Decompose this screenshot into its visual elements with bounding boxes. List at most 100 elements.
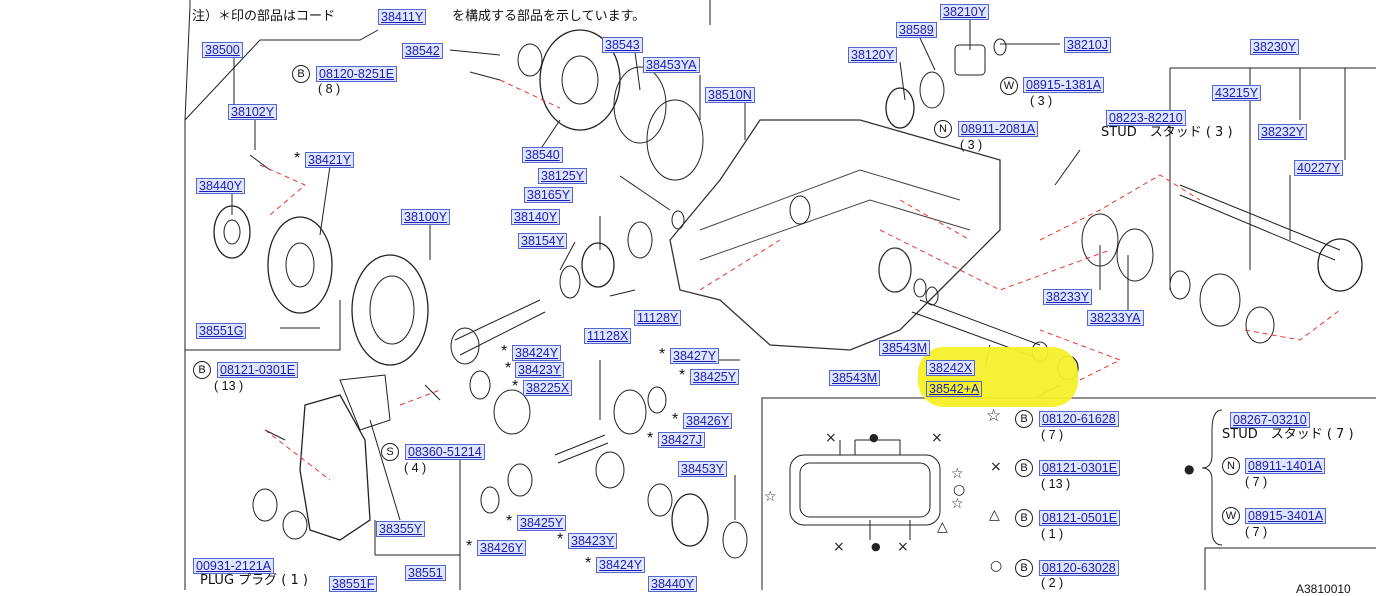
qty-text: ( 13 ) xyxy=(1041,477,1071,491)
part-link[interactable]: 38423Y xyxy=(568,533,618,549)
part-link[interactable]: 38154Y xyxy=(518,233,568,249)
part-link[interactable]: 08911-1401A xyxy=(1245,458,1326,474)
part-link[interactable]: 38355Y xyxy=(376,521,426,537)
asterisk-icon: * xyxy=(672,411,679,428)
part-link[interactable]: 38426Y xyxy=(683,413,733,429)
circle-n-icon: N xyxy=(1222,457,1240,475)
circle-w-icon: W xyxy=(1000,77,1018,95)
part-link[interactable]: 08120-63028 xyxy=(1039,560,1119,576)
asterisk-icon: * xyxy=(585,555,592,572)
stud-text: STUD スタッド ( 3 ) xyxy=(1101,125,1233,140)
qty-text: ( 4 ) xyxy=(404,461,427,475)
part-link[interactable]: 08121-0501E xyxy=(1039,510,1121,526)
qty-text: ( 7 ) xyxy=(1245,525,1268,539)
star-icon: ☆ xyxy=(986,406,1002,426)
part-link[interactable]: 38210J xyxy=(1064,37,1112,53)
part-link[interactable]: 38242X xyxy=(926,360,976,376)
part-link-highlighted[interactable]: 38542+A xyxy=(926,381,983,397)
part-link[interactable]: 38424Y xyxy=(512,345,562,361)
circle-b-icon: B xyxy=(1015,410,1033,428)
highlight-marker xyxy=(918,347,1078,407)
part-link[interactable]: 08121-0301E xyxy=(1039,460,1121,476)
part-link[interactable]: 38540 xyxy=(522,147,563,163)
asterisk-icon: * xyxy=(659,346,666,363)
asterisk-icon: * xyxy=(294,150,301,167)
part-link[interactable]: 08267-03210 xyxy=(1230,412,1310,428)
asterisk-icon: * xyxy=(512,378,519,395)
part-link[interactable]: 38233YA xyxy=(1087,310,1144,326)
star-icon: ☆ xyxy=(764,489,777,505)
part-link[interactable]: 11128X xyxy=(584,328,632,344)
part-link[interactable]: 38427Y xyxy=(670,348,720,364)
asterisk-icon: * xyxy=(647,430,654,447)
circle-icon: ○ xyxy=(990,558,1003,574)
part-link[interactable]: 38453Y xyxy=(678,461,728,477)
part-link[interactable]: 08360-51214 xyxy=(405,444,485,460)
qty-text: ( 1 ) xyxy=(1041,527,1064,541)
part-link[interactable]: 38551G xyxy=(196,323,247,339)
circle-b-icon: B xyxy=(1015,509,1033,527)
circle-b-icon: B xyxy=(1015,559,1033,577)
part-link[interactable]: 38542 xyxy=(402,43,443,59)
circle-s-icon: S xyxy=(381,443,399,461)
part-link[interactable]: 38426Y xyxy=(477,540,527,556)
part-link[interactable]: 38453YA xyxy=(643,57,700,73)
triangle-icon: △ xyxy=(989,507,1000,523)
part-link[interactable]: 38440Y xyxy=(648,576,698,592)
asterisk-icon: * xyxy=(501,343,508,360)
part-link[interactable]: 11128Y xyxy=(634,310,682,326)
part-link[interactable]: 38100Y xyxy=(401,209,451,225)
part-link[interactable]: 38165Y xyxy=(524,187,574,203)
part-link[interactable]: 38423Y xyxy=(515,362,565,378)
part-link[interactable]: 38102Y xyxy=(228,104,278,120)
part-link[interactable]: 38120Y xyxy=(848,47,898,63)
part-link[interactable]: 38421Y xyxy=(305,152,355,168)
part-link[interactable]: 08120-8251E xyxy=(316,66,398,82)
part-link[interactable]: 40227Y xyxy=(1294,160,1344,176)
part-link[interactable]: 43215Y xyxy=(1212,85,1262,101)
qty-text: ( 8 ) xyxy=(318,82,341,96)
part-link[interactable]: 08120-61628 xyxy=(1039,411,1119,427)
asterisk-icon: * xyxy=(679,367,686,384)
part-link[interactable]: 38510N xyxy=(705,87,755,103)
part-link[interactable]: 38500 xyxy=(202,42,243,58)
part-link[interactable]: 38543 xyxy=(602,37,643,53)
cross-icon: × xyxy=(825,430,837,446)
part-link[interactable]: 08121-0301E xyxy=(217,362,299,378)
part-link[interactable]: 38125Y xyxy=(538,168,588,184)
part-link[interactable]: 38232Y xyxy=(1258,124,1308,140)
qty-text: ( 7 ) xyxy=(1245,475,1268,489)
star-icon: ☆ xyxy=(951,466,964,482)
part-link[interactable]: 38425Y xyxy=(517,515,567,531)
header-note-prefix: 注）＊印の部品はコード xyxy=(192,9,336,24)
part-link[interactable]: 00931-2121A xyxy=(193,558,275,574)
part-link[interactable]: 08915-1381A xyxy=(1023,77,1105,93)
part-link[interactable]: 08911-2081A xyxy=(958,121,1039,137)
part-link[interactable]: 38425Y xyxy=(690,369,740,385)
asterisk-icon: * xyxy=(505,360,512,377)
part-link[interactable]: 38424Y xyxy=(596,557,646,573)
cross-icon: × xyxy=(833,539,845,555)
part-link[interactable]: 08915-3401A xyxy=(1245,508,1327,524)
part-link[interactable]: 38543M xyxy=(829,370,881,386)
part-link[interactable]: 38543M xyxy=(879,340,931,356)
part-link[interactable]: 38225X xyxy=(523,380,573,396)
qty-text: ( 7 ) xyxy=(1041,428,1064,442)
part-link[interactable]: 38589 xyxy=(896,22,937,38)
part-link[interactable]: 38230Y xyxy=(1250,39,1300,55)
part-link[interactable]: 38140Y xyxy=(511,209,561,225)
part-link[interactable]: 38440Y xyxy=(196,178,246,194)
circle-w-icon: W xyxy=(1222,507,1240,525)
part-link[interactable]: 38233Y xyxy=(1043,289,1093,305)
circle-n-icon: N xyxy=(934,120,952,138)
header-note-suffix: を構成する部品を示しています。 xyxy=(452,9,646,24)
dot-icon: ● xyxy=(1184,462,1195,476)
part-link[interactable]: 38427J xyxy=(658,432,706,448)
part-link-38411Y[interactable]: 38411Y xyxy=(378,9,427,25)
part-link[interactable]: 38210Y xyxy=(940,4,990,20)
asterisk-icon: * xyxy=(466,538,473,555)
part-link[interactable]: 38551F xyxy=(329,576,378,592)
part-link[interactable]: 08223-82210 xyxy=(1106,110,1186,126)
part-link[interactable]: 38551 xyxy=(405,565,446,581)
